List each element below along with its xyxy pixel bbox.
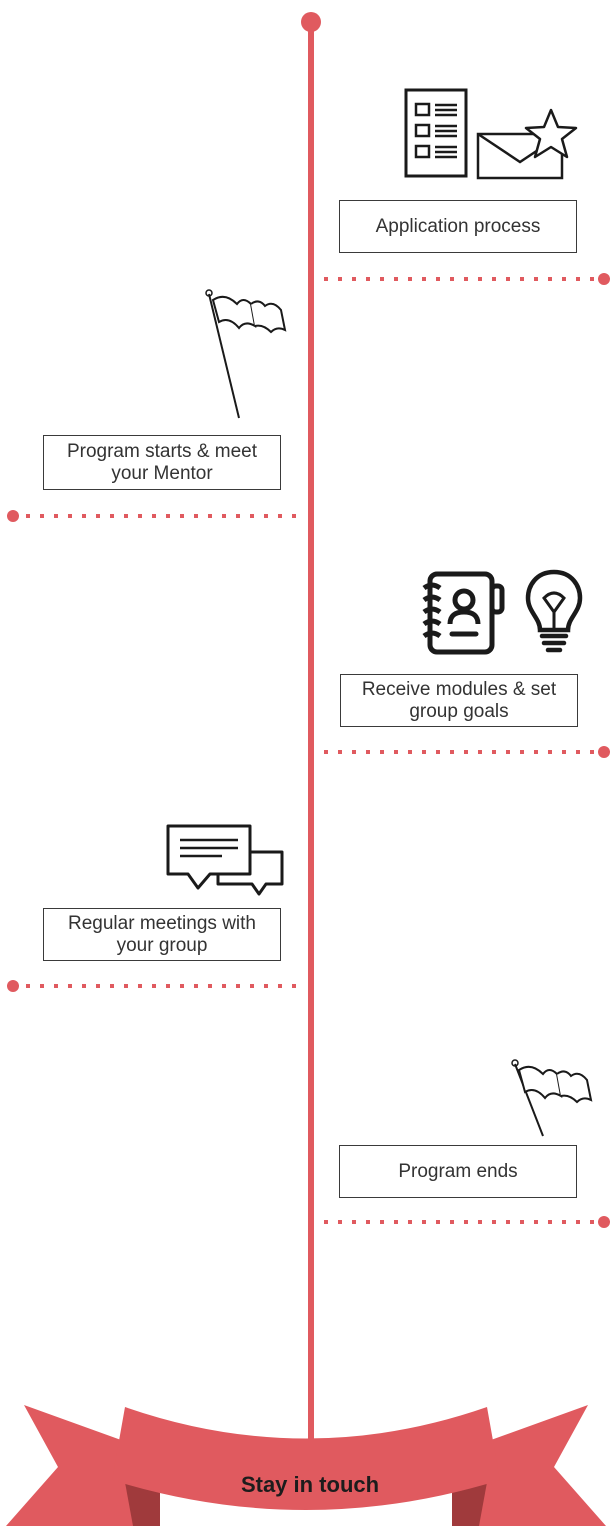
- envelope-star-icon: [476, 108, 578, 180]
- banner-label: Stay in touch: [240, 1472, 380, 1497]
- connector-end-dot: [7, 510, 19, 522]
- lightbulb-icon: [525, 569, 583, 653]
- flag-icon: [205, 289, 287, 419]
- step-label: Receive modules & set group goals: [361, 678, 557, 722]
- step-box-application-process: Application process: [339, 200, 577, 253]
- step-box-program-ends: Program ends: [339, 1145, 577, 1198]
- step-box-program-starts: Program starts & meet your Mentor: [43, 435, 281, 490]
- address-book-icon: [422, 571, 505, 655]
- step-box-regular-meetings: Regular meetings with your group: [43, 908, 281, 961]
- connector-1: [324, 273, 610, 285]
- banner-right-tail: [452, 1405, 606, 1526]
- connector-end-dot: [598, 273, 610, 285]
- connector-5: [324, 1216, 610, 1228]
- step-label: Regular meetings with your group: [68, 912, 256, 956]
- stay-in-touch-banner: [6, 1405, 606, 1526]
- banner-main: [112, 1407, 500, 1510]
- step-label: Application process: [375, 215, 541, 237]
- connector-3: [324, 746, 610, 758]
- document-list-icon: [404, 88, 468, 178]
- timeline-start-dot: [301, 12, 321, 32]
- step-label: Program ends: [398, 1160, 518, 1182]
- connector-end-dot: [598, 1216, 610, 1228]
- step-label: Program starts & meet your Mentor: [66, 440, 258, 484]
- connector-end-dot: [7, 980, 19, 992]
- step-box-receive-modules: Receive modules & set group goals: [340, 674, 578, 727]
- chat-bubbles-icon: [166, 824, 284, 896]
- banner-left-tail: [6, 1405, 160, 1526]
- flag-icon: [511, 1059, 593, 1137]
- connector-4: [7, 980, 300, 992]
- connector-2: [7, 510, 300, 522]
- connector-end-dot: [598, 746, 610, 758]
